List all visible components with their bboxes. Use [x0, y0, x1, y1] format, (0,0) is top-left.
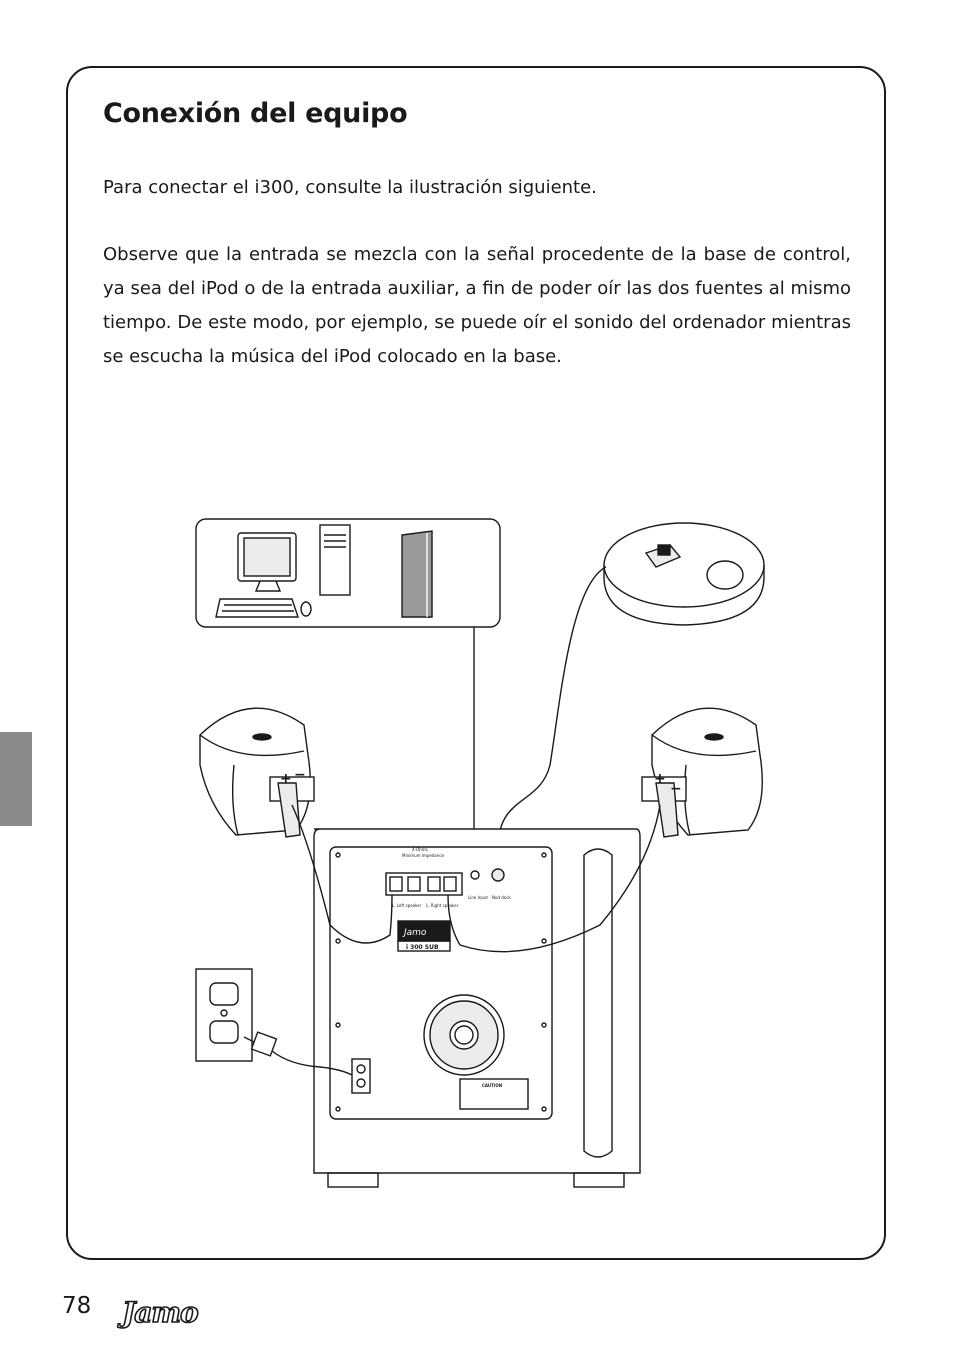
- line-input-label: Line Input: [468, 895, 488, 900]
- nod-dock-label: Nod dock: [492, 895, 511, 900]
- page-number: 78: [62, 1293, 92, 1319]
- right-plus-sign: +: [654, 771, 666, 787]
- impedance-label-2: Minimum Impedance: [402, 853, 445, 858]
- left-speaker: [199, 707, 315, 838]
- right-speaker-label: L. Right speaker: [426, 903, 459, 908]
- ipod-dock: [603, 522, 765, 626]
- right-minus-sign: −: [670, 781, 682, 797]
- page-title: Conexión del equipo: [103, 98, 408, 129]
- model-label: i 300 SUB: [406, 944, 439, 951]
- connection-diagram: + − + − 4-Ohms Minimum Impedance L. Left…: [195, 518, 765, 1188]
- left-minus-sign: −: [294, 767, 306, 783]
- content-frame: [66, 66, 886, 1260]
- right-speaker: [641, 707, 763, 838]
- note-paragraph: Observe que la entrada se mezcla con la …: [103, 244, 851, 367]
- wall-outlet: [195, 968, 253, 1062]
- left-speaker-label: L. Left speaker: [392, 903, 422, 908]
- left-plus-sign: +: [280, 771, 292, 787]
- intro-paragraph: Para conectar el i300, consulte la ilust…: [103, 177, 597, 198]
- sub-brand-label: Jamo: [402, 928, 427, 938]
- caution-label: CAUTION: [482, 1083, 502, 1088]
- impedance-label-1: 4-Ohms: [412, 847, 428, 852]
- subwoofer: [313, 828, 641, 1188]
- jamo-logo: Jamo: [121, 1295, 199, 1330]
- computer-source-box: [195, 518, 501, 628]
- section-tab: [0, 732, 32, 826]
